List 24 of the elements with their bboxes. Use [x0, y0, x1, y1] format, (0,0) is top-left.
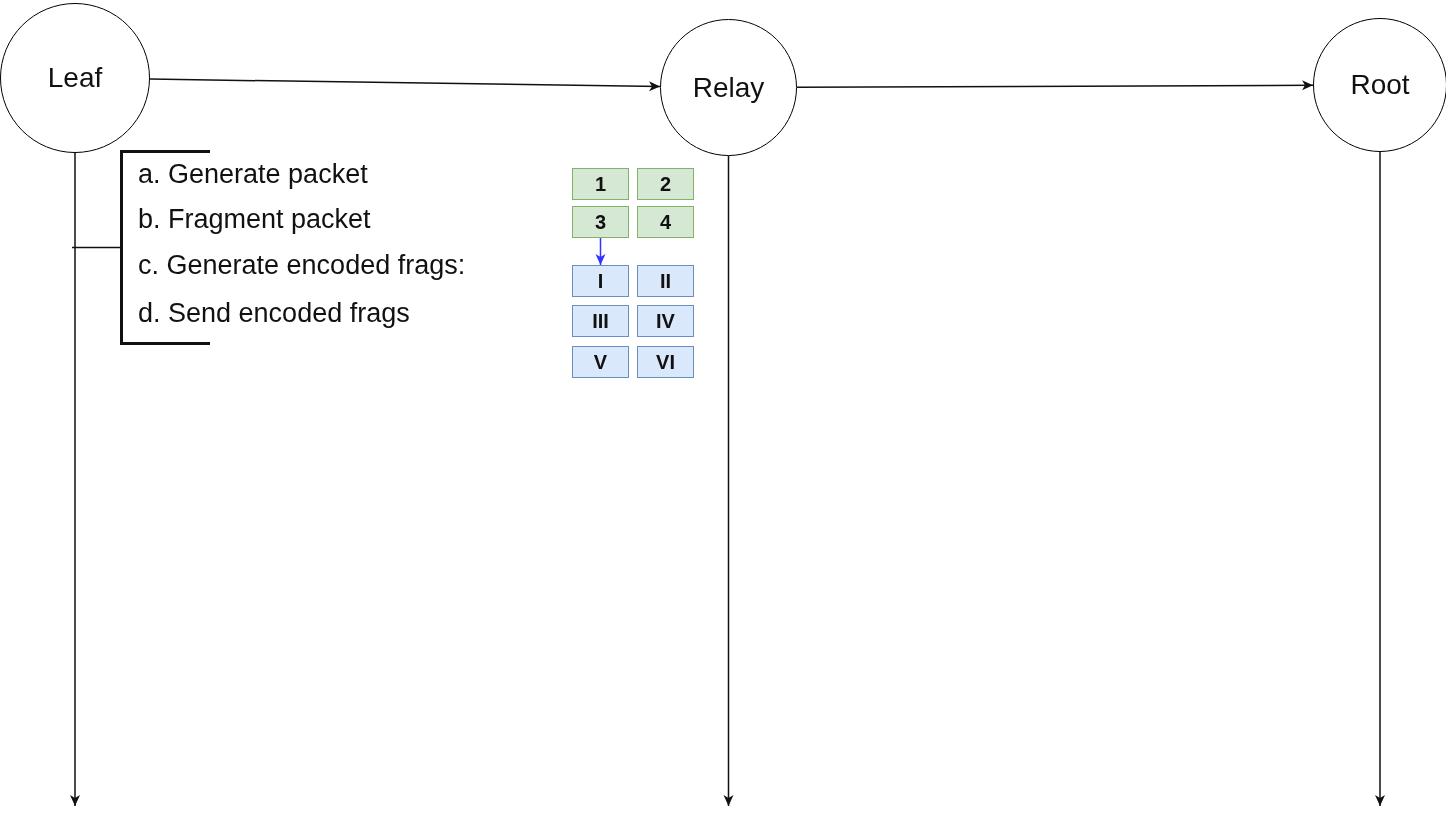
step-text: b. Fragment packet — [138, 203, 371, 235]
encoded-fragment-cell: V — [572, 346, 629, 378]
fragment-cell: 4 — [637, 206, 694, 238]
encoded-fragment-cell: VI — [637, 346, 694, 378]
lifeline-arrow — [723, 155, 734, 807]
lifeline-head-circle: Leaf — [0, 3, 150, 153]
arrow — [796, 80, 1314, 91]
arrow — [595, 237, 606, 266]
encoded-fragment-cell: IV — [637, 305, 694, 337]
encoded-fragment-cell: I — [572, 265, 629, 297]
encoded-fragment-cell: III — [572, 305, 629, 337]
lifeline-arrow — [70, 152, 80, 807]
fragment-cell: 1 — [572, 168, 629, 200]
fragment-cell: 3 — [572, 206, 629, 238]
step-text: c. Generate encoded frags: — [138, 249, 466, 281]
lifeline-head-circle: Root — [1313, 18, 1446, 152]
lifeline-head-circle: Relay — [660, 19, 797, 156]
fragment-cell: 2 — [637, 168, 694, 200]
encoded-fragment-cell: II — [637, 265, 694, 297]
lifeline-arrow — [1375, 151, 1385, 807]
step-text: a. Generate packet — [138, 158, 368, 190]
connector-line — [71, 246, 121, 249]
arrow — [149, 78, 661, 92]
step-text: d. Send encoded frags — [138, 297, 410, 329]
